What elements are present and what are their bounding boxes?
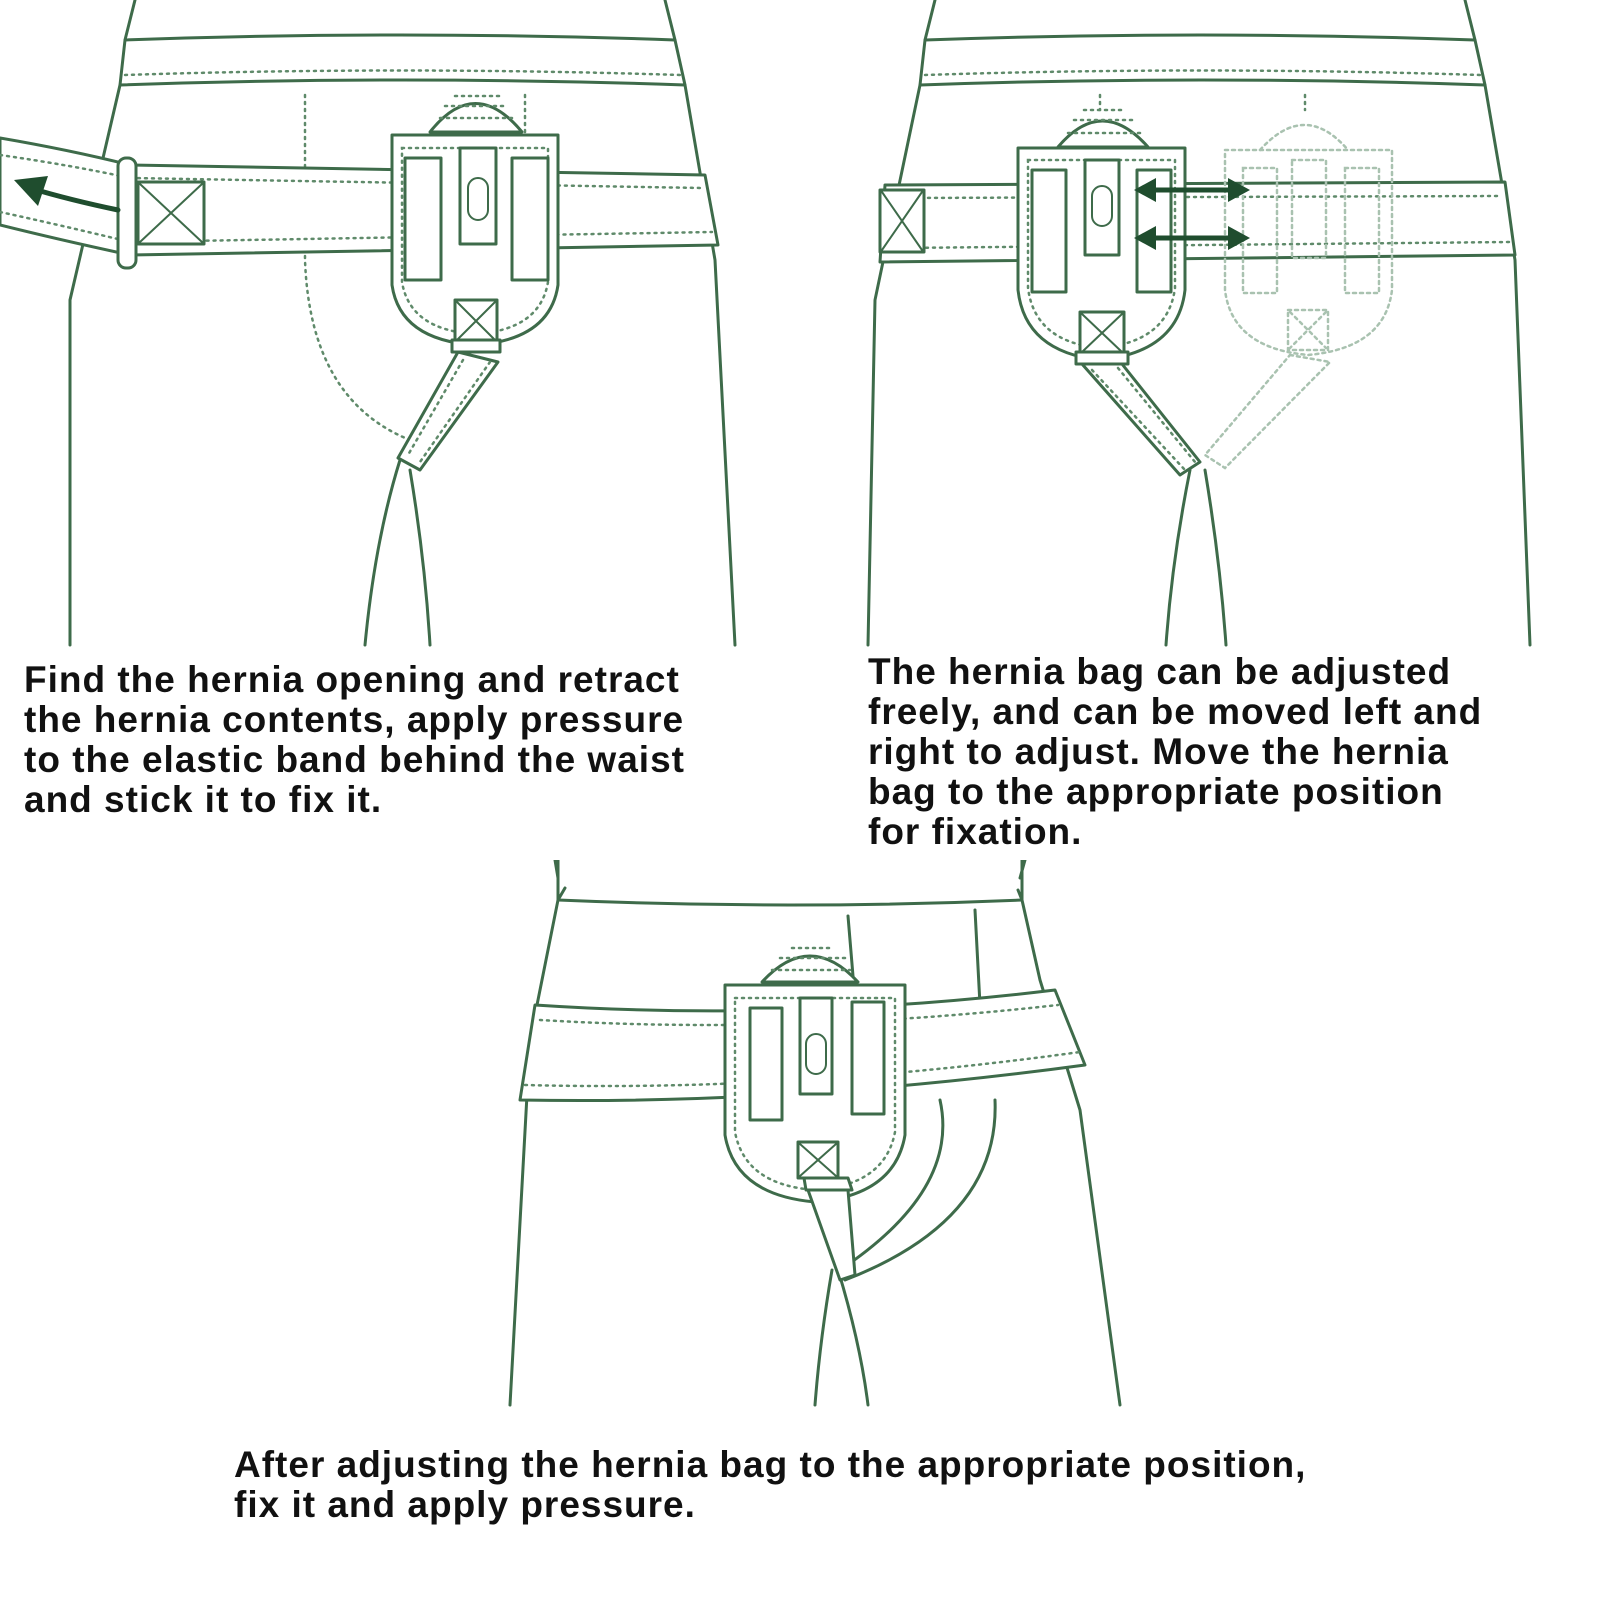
adjust-arrows	[1134, 178, 1250, 250]
step-1-illustration	[0, 0, 737, 647]
step-2-caption: The hernia bag can be adjusted freely, a…	[868, 652, 1482, 852]
crotch-strap	[1080, 362, 1202, 477]
belt-band	[0, 136, 720, 270]
hernia-pad	[723, 946, 907, 1282]
step-3-illustration	[508, 860, 1122, 1407]
caption-line: Find the hernia opening and retract	[24, 659, 680, 700]
caption-line: for fixation.	[868, 811, 1083, 852]
hernia-pad	[1016, 108, 1202, 477]
caption-line: freely, and can be moved left and	[868, 691, 1483, 732]
belt-buckle	[116, 156, 138, 270]
step-3-caption: After adjusting the hernia bag to the ap…	[234, 1445, 1306, 1525]
caption-line: The hernia bag can be adjusted	[868, 651, 1452, 692]
step-2-illustration	[866, 0, 1532, 647]
hernia-pad	[390, 94, 560, 472]
caption-line: bag to the appropriate position	[868, 771, 1444, 812]
crotch-strap	[806, 1188, 857, 1282]
step-1-caption: Find the hernia opening and retract the …	[24, 660, 685, 820]
body-outline	[866, 0, 1532, 647]
crotch-strap	[396, 350, 500, 472]
body-outline	[68, 0, 737, 647]
pull-arrowhead	[14, 176, 48, 206]
belt-band	[878, 180, 1517, 264]
caption-line: to the elastic band behind the waist	[24, 739, 685, 780]
caption-line: After adjusting the hernia bag to the ap…	[234, 1444, 1307, 1485]
caption-line: fix it and apply pressure.	[234, 1484, 696, 1525]
caption-line: the hernia contents, apply pressure	[24, 699, 685, 740]
caption-line: and stick it to fix it.	[24, 779, 383, 820]
hernia-pad-ghost	[1203, 123, 1394, 470]
caption-line: right to adjust. Move the hernia	[868, 731, 1449, 772]
